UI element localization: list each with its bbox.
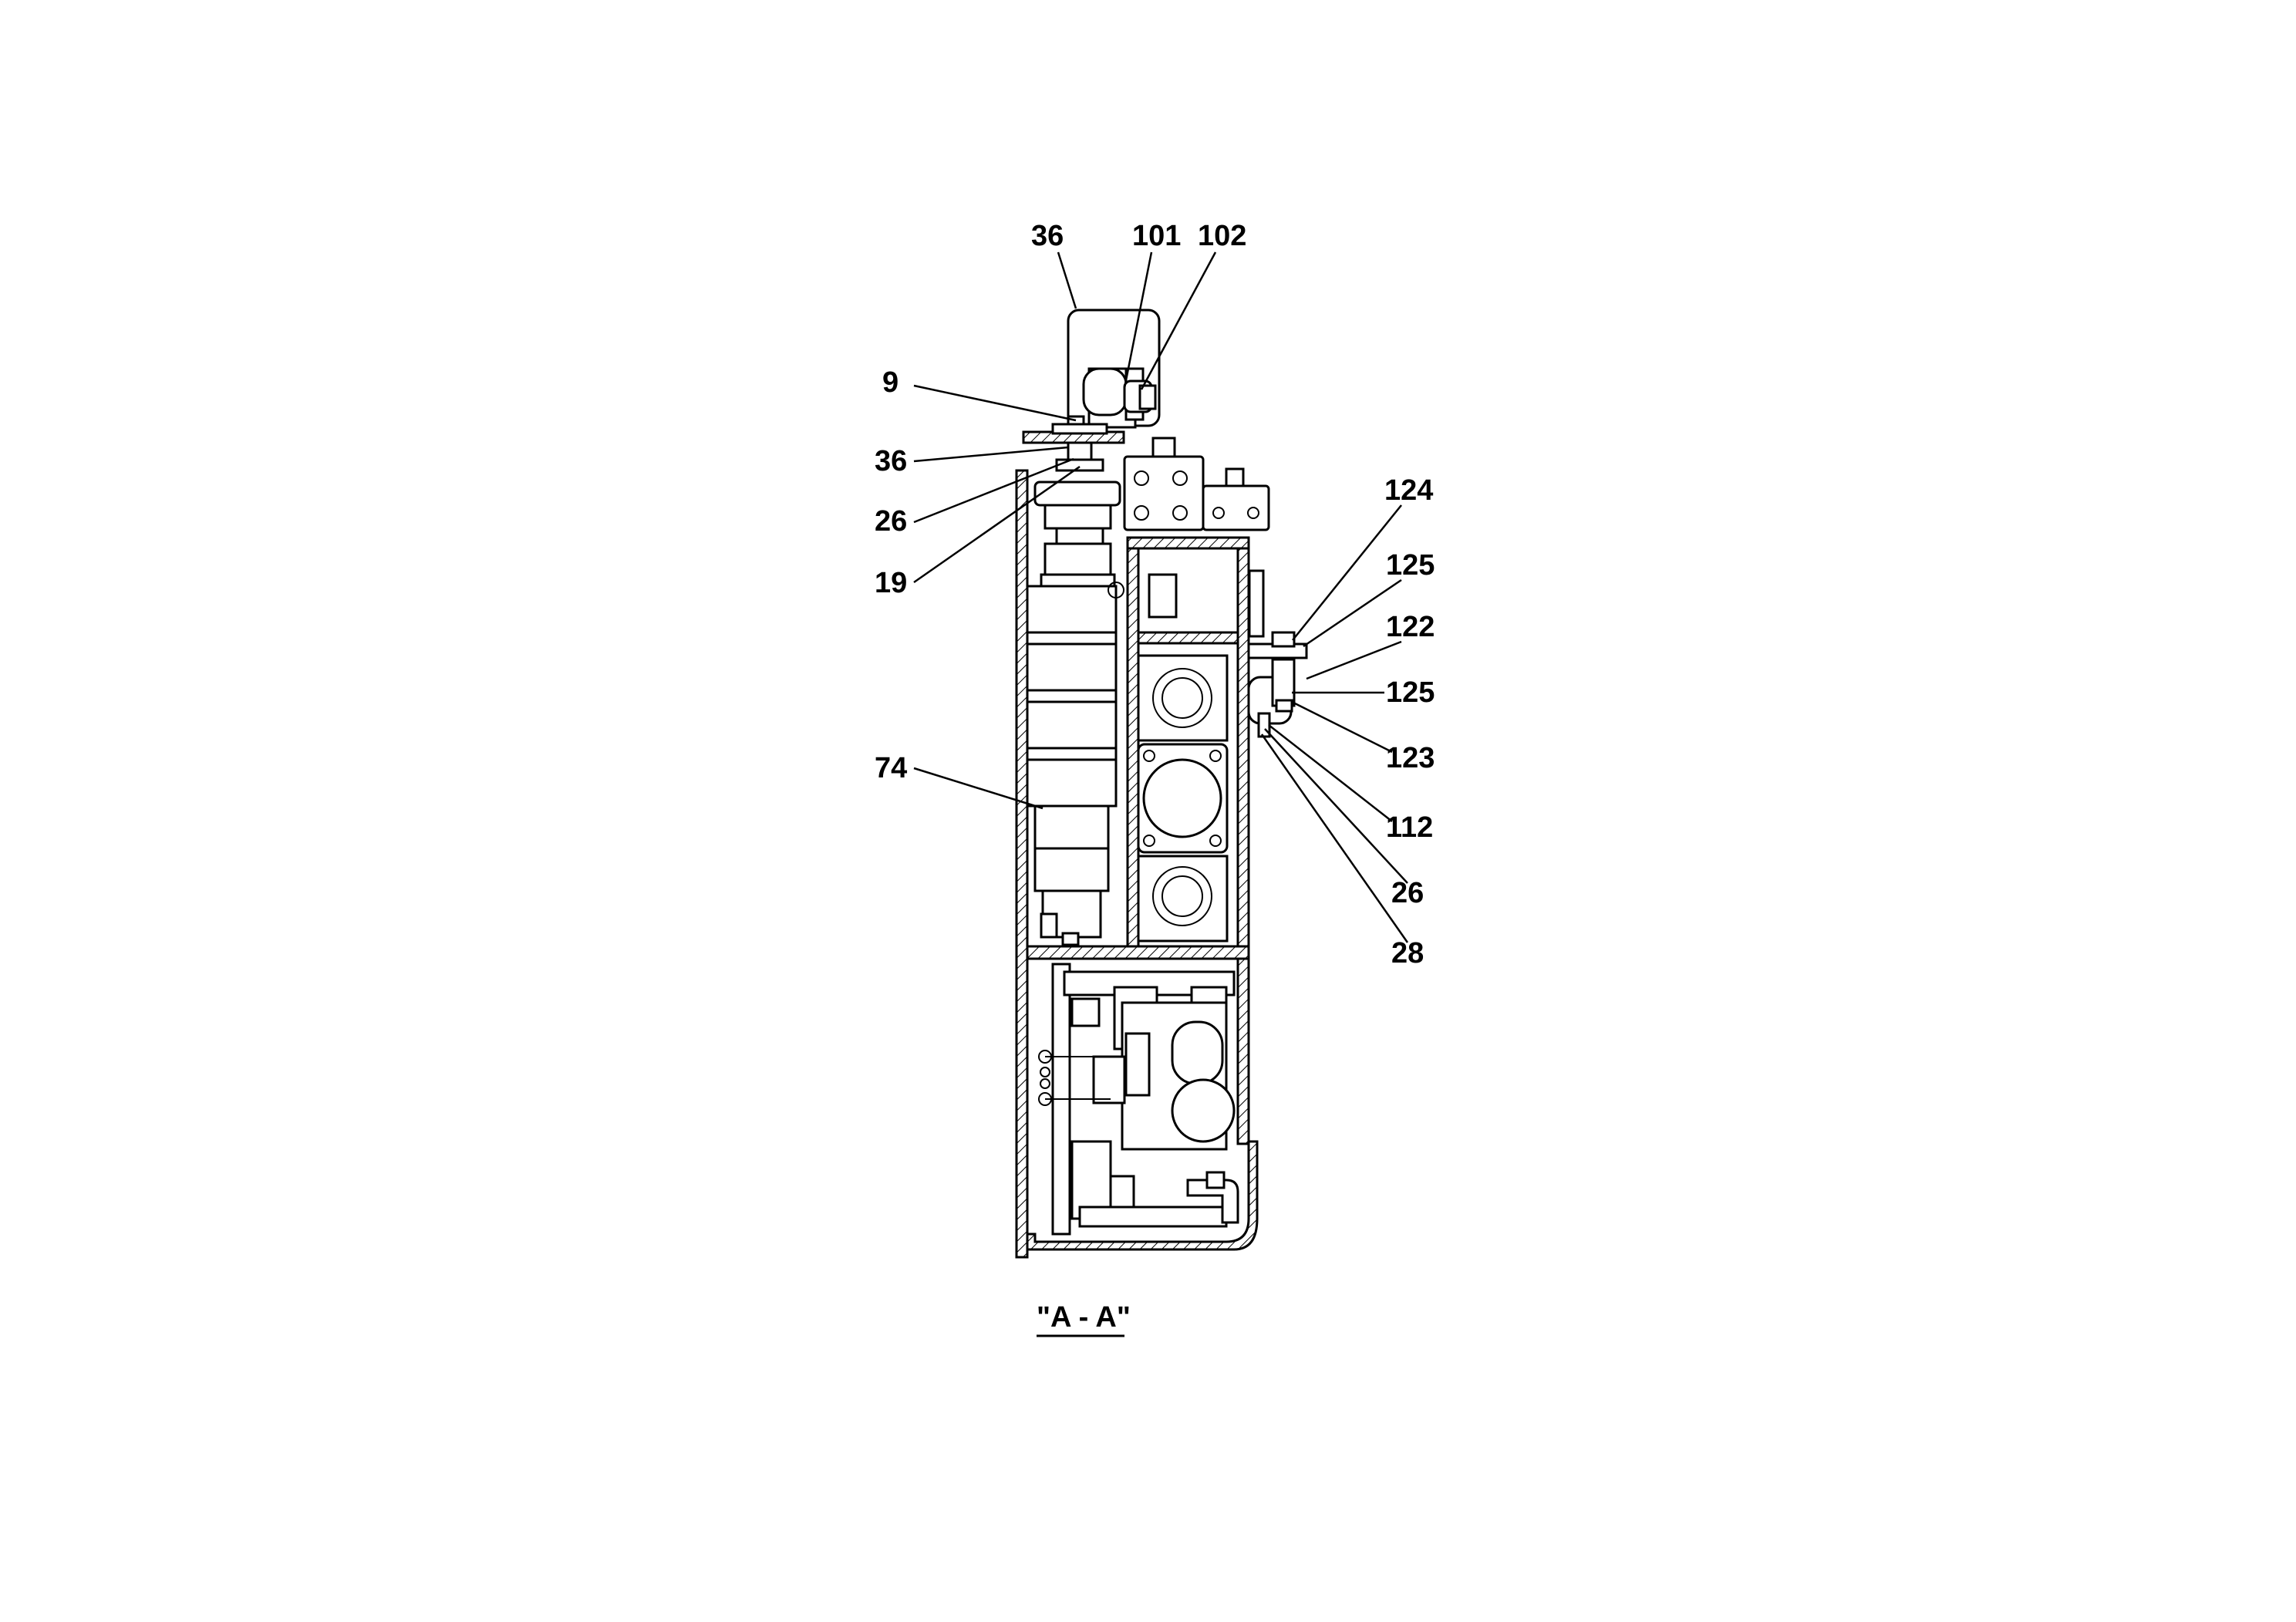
callout-123: 123 (1386, 742, 1435, 774)
flange-plate (1022, 415, 1125, 472)
callout-9: 9 (882, 366, 899, 399)
callout-36-mid: 36 (875, 445, 907, 477)
gear-stack (1033, 481, 1121, 590)
port-blocks (1137, 654, 1229, 943)
section-label-text: "A - A" (1037, 1301, 1131, 1334)
mount-bracket (1247, 631, 1308, 738)
section-label: "A - A" (1037, 1301, 1131, 1337)
callout-125-mid: 125 (1386, 676, 1435, 709)
callout-26-left: 26 (875, 505, 907, 538)
callout-36-top: 36 (1031, 220, 1064, 252)
right-frame (1108, 536, 1265, 948)
leader-lines (913, 251, 1409, 943)
callout-102: 102 (1198, 220, 1246, 252)
callout-124: 124 (1384, 474, 1433, 507)
callout-101: 101 (1132, 220, 1181, 252)
callout-26-right: 26 (1391, 877, 1424, 909)
callout-74: 74 (875, 752, 907, 784)
left-housing (1015, 469, 1118, 1259)
callout-labels: 36 101 102 9 36 26 19 74 124 125 122 125… (875, 220, 1435, 969)
lower-housing (1026, 945, 1259, 1251)
callout-125-top: 125 (1386, 549, 1435, 582)
callout-19: 19 (875, 567, 907, 599)
callout-28: 28 (1391, 937, 1424, 969)
callout-112: 112 (1386, 811, 1433, 844)
valve-blocks (1123, 437, 1270, 531)
callout-122: 122 (1386, 611, 1435, 643)
top-cylinder (1067, 309, 1161, 429)
